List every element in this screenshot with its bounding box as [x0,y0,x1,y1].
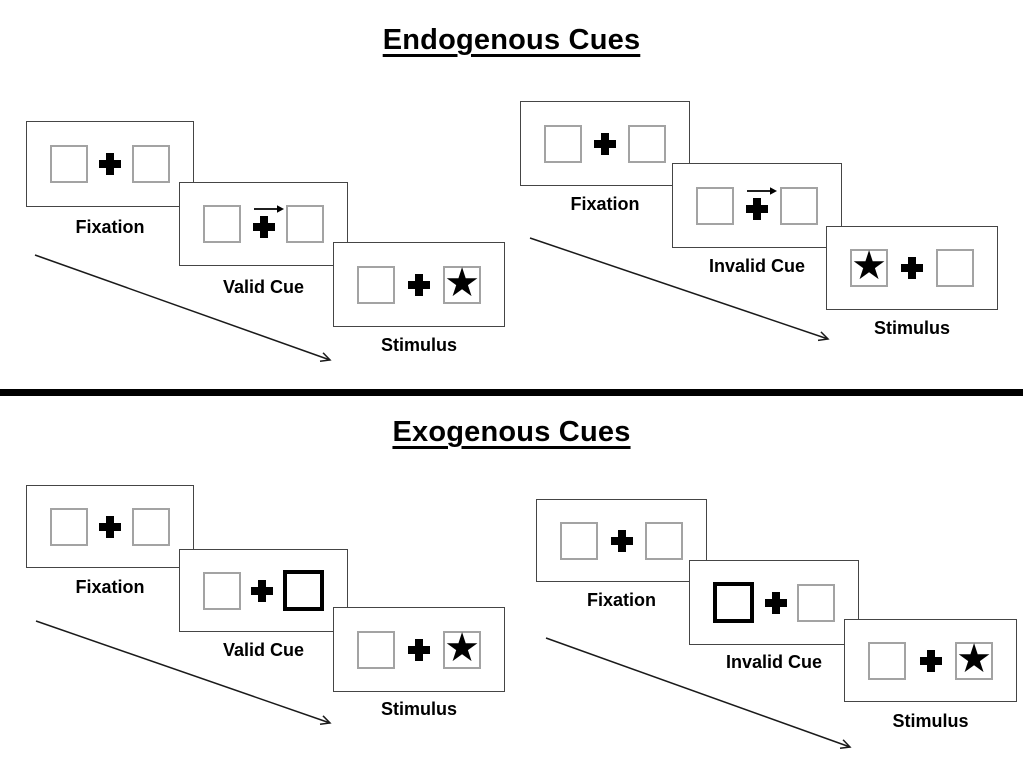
left-placeholder-box [50,145,88,183]
endo-valid-fixation-frame [26,121,194,207]
right-placeholder-box [780,186,818,225]
highlighted-cue-box [713,582,754,623]
right-placeholder-box [132,507,170,546]
central-cue [736,185,778,220]
fixation-cross-icon [251,579,273,602]
fixation-cross-icon [594,132,616,155]
right-placeholder-box [936,249,974,287]
frame-label-fixation: Fixation [75,217,145,237]
endo-valid-stimulus-frame: ★ [333,242,505,327]
frame-label-valid-cue: Valid Cue [222,277,305,297]
fixation-cross-icon [408,273,430,296]
fixation-cross-icon [746,197,768,220]
timeline-arrow-exo-valid [35,620,330,723]
right-placeholder-box [797,583,835,622]
right-arrow-cue-icon [253,205,284,213]
fixation-cross-icon [252,216,275,238]
central-cue [243,203,285,238]
endo-invalid-fixation-frame [520,101,690,186]
left-placeholder-box [560,521,598,560]
frame-label-stimulus: Stimulus [892,711,969,731]
frame-label-fixation: Fixation [570,194,640,214]
endogenous-section-title: Endogenous Cues [0,24,1023,57]
star-icon: ★ [444,625,480,670]
target-box: ★ [443,625,481,670]
star-icon: ★ [444,260,480,305]
highlighted-cue-box [283,570,324,611]
exo-valid-stimulus-frame: ★ [333,607,505,692]
right-arrow-cue-icon [747,186,777,195]
endo-valid-cue-frame [179,182,348,266]
fixation-cross-icon [99,515,121,538]
timeline-arrow-endo-valid [34,254,330,360]
star-icon: ★ [956,636,992,681]
fixation-cross-icon [901,257,923,279]
frame-label-stimulus: Stimulus [873,318,950,338]
frame-label-fixation: Fixation [586,590,656,610]
frame-label-invalid-cue: Invalid Cue [708,256,806,276]
target-box: ★ [850,244,888,288]
exo-invalid-stimulus-frame: ★ [844,619,1017,702]
fixation-cross-icon [610,529,633,552]
endo-invalid-stimulus-frame: ★ [826,226,998,310]
exo-valid-fixation-frame [26,485,194,568]
endogenous-title-text: Endogenous Cues [382,24,641,56]
frame-label-invalid-cue: Invalid Cue [725,652,823,672]
right-placeholder-box [132,145,170,183]
exogenous-title-text: Exogenous Cues [392,416,631,448]
left-placeholder-box [696,186,734,225]
star-icon: ★ [851,244,887,288]
frame-label-stimulus: Stimulus [380,335,457,355]
section-divider [0,389,1023,396]
exogenous-section-title: Exogenous Cues [0,416,1023,449]
right-placeholder-box [645,521,683,560]
frame-label-fixation: Fixation [75,577,145,597]
exo-invalid-cue-frame [689,560,859,645]
target-box: ★ [955,636,993,681]
fixation-cross-icon [919,649,942,672]
left-placeholder-box [868,641,906,680]
timeline-arrow-endo-invalid [529,237,828,339]
frame-label-valid-cue: Valid Cue [222,640,305,660]
left-placeholder-box [357,630,395,669]
endo-invalid-cue-frame [672,163,842,248]
right-placeholder-box [286,205,324,243]
exo-invalid-fixation-frame [536,499,707,582]
frame-label-stimulus: Stimulus [380,699,457,719]
right-placeholder-box [628,124,666,163]
timeline-arrow-exo-invalid [545,637,850,747]
exo-valid-cue-frame [179,549,348,632]
fixation-cross-icon [764,591,787,614]
left-placeholder-box [203,571,241,610]
left-placeholder-box [357,265,395,304]
left-placeholder-box [544,124,582,163]
left-placeholder-box [203,205,241,243]
fixation-cross-icon [408,638,430,661]
target-box: ★ [443,260,481,305]
left-placeholder-box [50,507,88,546]
fixation-cross-icon [99,153,121,175]
